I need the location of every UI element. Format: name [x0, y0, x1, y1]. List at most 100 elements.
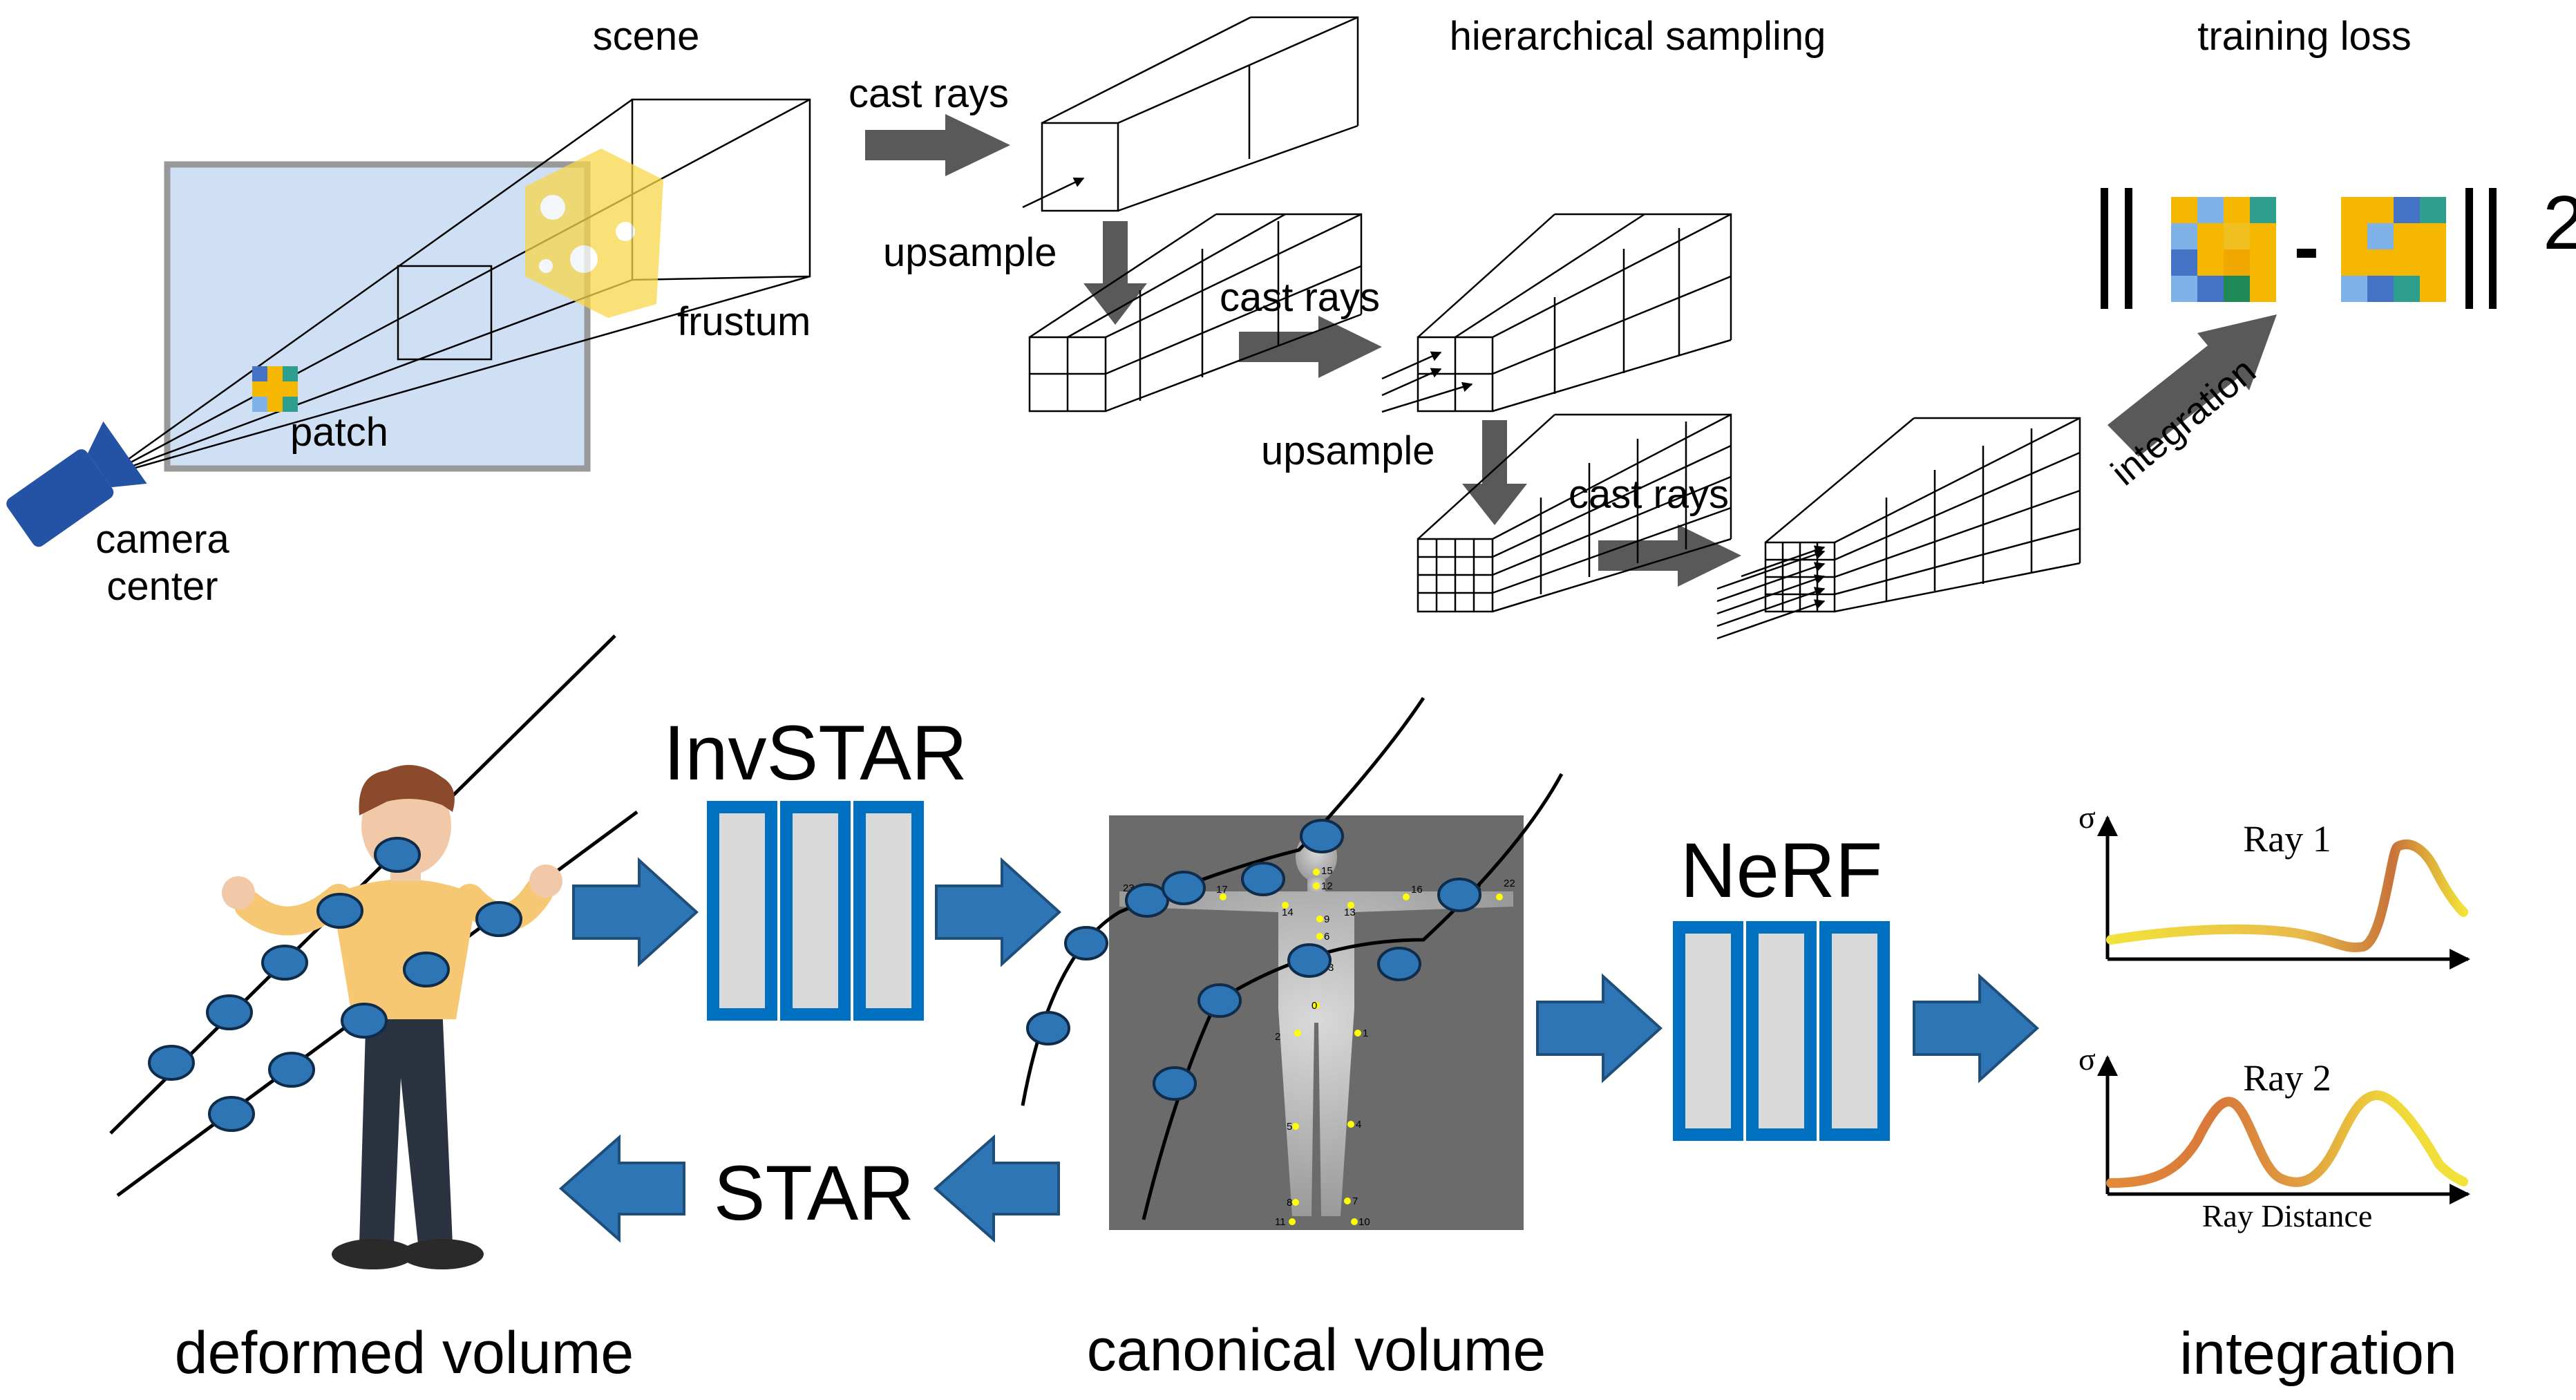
svg-text:15: 15: [1321, 865, 1333, 877]
arrow-to-star: [933, 1134, 1060, 1243]
sample-point: [268, 1052, 315, 1088]
sample-point: [1153, 1066, 1197, 1101]
svg-text:4: 4: [1356, 1119, 1361, 1131]
ground-truth-patch-icon: [2341, 197, 2446, 302]
scene-section: scene frustum: [6, 14, 811, 609]
loss-norm-bar-1: [2101, 188, 2108, 309]
sample-point: [1197, 983, 1242, 1018]
invstar-label: InvSTAR: [663, 710, 967, 796]
training-loss-section: training loss -: [2101, 14, 2576, 309]
canonical-volume-label: canonical volume: [1087, 1317, 1546, 1383]
sampling-box-2b: [1381, 213, 1732, 413]
svg-text:0: 0: [1311, 1000, 1317, 1012]
arrow-to-invstar: [572, 857, 699, 967]
sample-point: [316, 893, 363, 929]
svg-text:11: 11: [1275, 1216, 1286, 1228]
arrow-from-star: [558, 1134, 685, 1243]
svg-text:8: 8: [1287, 1197, 1292, 1209]
patch-label: patch: [290, 410, 388, 455]
integration-label: integration: [2179, 1321, 2457, 1387]
loss-norm-bar-3: [2465, 188, 2473, 309]
sample-point: [1026, 1011, 1070, 1046]
arrow-to-nerf: [1536, 973, 1663, 1084]
loss-exponent: 2: [2543, 180, 2576, 265]
cast-rays-arrow-2: [1239, 316, 1382, 378]
deformed-volume-section: deformed volume: [109, 634, 638, 1386]
svg-text:12: 12: [1321, 880, 1333, 892]
predicted-patch-icon: [2171, 197, 2276, 302]
image-plane: [164, 161, 591, 472]
sample-point: [148, 1045, 195, 1081]
plot-2-xlabel: Ray Distance: [2202, 1198, 2373, 1233]
sample-point: [1162, 871, 1206, 905]
star-label: STAR: [714, 1150, 914, 1236]
sample-point: [1125, 883, 1169, 918]
dense-ray-arrows: [1716, 545, 1826, 640]
loss-norm-bar-2: [2125, 188, 2132, 309]
sample-points-deformed: [148, 837, 522, 1132]
hierarchical-sampling-label: hierarchical sampling: [1450, 14, 1826, 59]
arrow-from-invstar: [935, 857, 1061, 967]
sample-point: [1241, 862, 1285, 896]
integration-section: σ Ray 1 σ Ray 2 Ray Distance integration: [2078, 800, 2470, 1387]
camera-center-label-line1: camera: [95, 517, 229, 562]
cast-rays-label-2: cast rays: [1220, 275, 1380, 320]
blue-arrows: [558, 857, 2039, 1243]
camera-icon: [6, 421, 147, 547]
plot-1-axis-label: σ: [2078, 800, 2096, 835]
integration-arrow: [2108, 314, 2277, 457]
sampling-box-2a: [1028, 213, 1363, 413]
sample-point: [261, 945, 308, 981]
sample-point: [475, 901, 522, 937]
svg-text:6: 6: [1324, 931, 1329, 943]
sample-point: [1064, 926, 1108, 961]
sample-point: [208, 1096, 255, 1132]
sample-point: [1377, 947, 1421, 981]
plot-2-curve: [2106, 1090, 2468, 1188]
sample-point: [374, 837, 421, 873]
upsample-arrow-1: [1083, 221, 1147, 325]
sample-points-canonical: [1026, 819, 1481, 1101]
scene-label: scene: [593, 14, 700, 59]
sampling-box-3b: [1764, 417, 2081, 613]
svg-text:22: 22: [1504, 878, 1515, 889]
frustum-cheese-icon: [525, 149, 663, 318]
frustum-rays: [103, 98, 811, 478]
sampling-box-1: [1022, 16, 1359, 212]
svg-text:1: 1: [1363, 1028, 1368, 1039]
cast-rays-arrow-3: [1598, 524, 1741, 587]
sample-point: [341, 1003, 388, 1039]
patch-icon: [252, 366, 298, 412]
svg-text:13: 13: [1344, 907, 1356, 918]
svg-text:5: 5: [1287, 1121, 1292, 1133]
sample-point: [206, 994, 253, 1030]
nerf-label: NeRF: [1680, 827, 1882, 914]
hierarchical-sampling-section: hierarchical sampling cast rays upsample…: [849, 14, 2277, 640]
gray-arrows: [865, 114, 2277, 587]
ray-plot-2: σ Ray 2 Ray Distance: [2078, 1041, 2470, 1233]
svg-text:17: 17: [1216, 884, 1228, 896]
svg-text:3: 3: [1328, 962, 1334, 974]
sample-point: [1437, 878, 1481, 912]
plot-2-axis-label: σ: [2078, 1041, 2096, 1077]
loss-norm-bar-4: [2489, 188, 2497, 309]
sample-point: [403, 952, 450, 987]
upsample-label-1: upsample: [883, 230, 1057, 275]
ray-plot-1: σ Ray 1: [2078, 800, 2470, 969]
svg-text:10: 10: [1358, 1216, 1370, 1228]
svg-text:7: 7: [1352, 1195, 1358, 1207]
cast-rays-label-1: cast rays: [849, 71, 1009, 116]
arrow-from-nerf: [1913, 973, 2039, 1084]
sample-point: [1287, 943, 1332, 978]
sample-point: [1300, 819, 1344, 853]
canonical-volume-section: 0 1 2 3 4 5 6 7 8 9 10 11 12 13 14 15 16…: [1021, 697, 1564, 1383]
invstar-block: InvSTAR: [663, 710, 967, 1021]
svg-text:14: 14: [1282, 907, 1294, 918]
deformed-volume-label: deformed volume: [175, 1320, 634, 1386]
svg-text:2: 2: [1275, 1031, 1280, 1043]
upsample-arrow-2: [1462, 420, 1527, 525]
sampling-box-3a: [1417, 413, 1732, 613]
plot-2-title: Ray 2: [2243, 1057, 2331, 1099]
loss-minus-sign: -: [2294, 205, 2320, 290]
